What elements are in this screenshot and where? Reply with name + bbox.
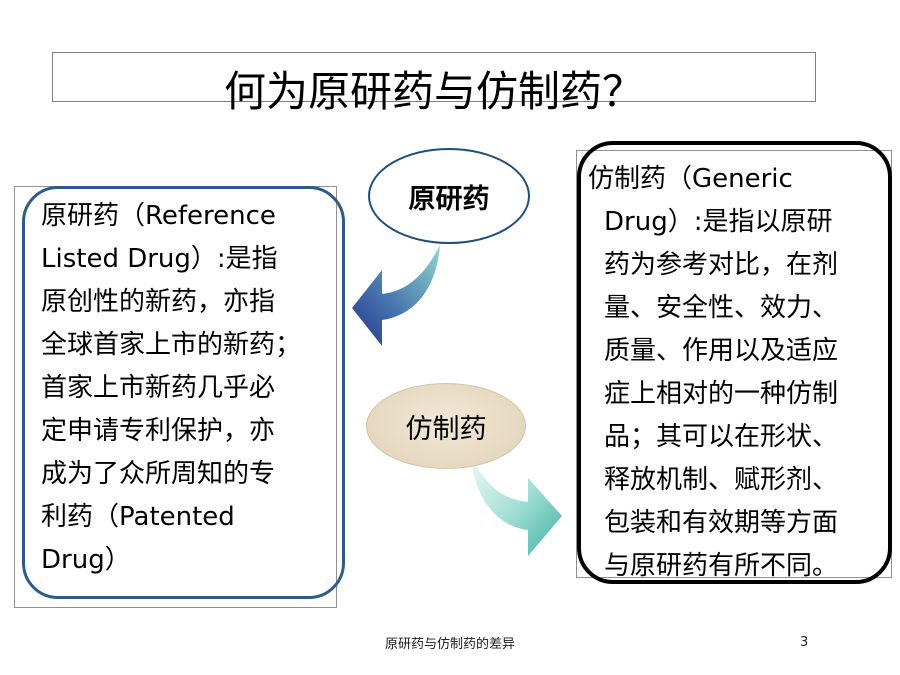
text-line: 质量、作用以及适应 [604,336,839,366]
text-line: 量、安全性、效力、 [604,293,839,323]
text-line: 全球首家上市的新药； [41,330,302,360]
text-line: 原创性的新药，亦指 [41,287,276,317]
generic-drug-definition: 仿制药（Generic Drug）:是指以原研 药为参考对比，在剂 量、安全性、… [588,158,888,588]
text-line: 与原研药有所不同。 [604,551,839,581]
title-box [52,52,816,102]
text-line: 成为了众所周知的专 [41,459,276,489]
slide-title: 何为原研药与仿制药？ [223,67,644,116]
slide-footer: 原研药与仿制药的差异 [384,637,515,652]
text-line: 首家上市新药几乎必 [41,373,276,403]
text-line: Listed Drug）:是指 [41,244,278,274]
original-drug-definition: 原研药（Reference Listed Drug）:是指 原创性的新药，亦指 … [41,195,341,582]
text-line: 品；其可以在形状、 [604,422,839,452]
text-line: 症上相对的一种仿制 [604,379,839,409]
text-line: Drug）:是指以原研 [604,207,833,237]
generic-drug-ellipse: 仿制药 [366,383,526,469]
left-panel-rounded-border [22,186,345,599]
text-line: 原研药（Reference [41,201,276,231]
text-line: 释放机制、赋形剂、 [604,465,839,495]
text-line: 利药（Patented [41,502,235,532]
right-panel-frame [576,150,892,578]
text-line: 包装和有效期等方面 [604,508,839,538]
original-drug-ellipse: 原研药 [368,148,530,244]
text-line: 定申请专利保护，亦 [41,416,276,446]
text-line: Drug） [41,545,131,575]
text-line: 仿制药（Generic [588,164,793,194]
left-panel-frame [14,186,337,608]
page-number: 3 [800,635,809,650]
right-panel-rounded-border [577,141,892,584]
curved-arrow-left-icon [352,245,440,346]
text-line: 药为参考对比，在剂 [604,250,839,280]
original-drug-label: 原研药 [408,183,490,215]
curved-arrow-right-icon [470,452,562,556]
generic-drug-label: 仿制药 [405,413,487,445]
